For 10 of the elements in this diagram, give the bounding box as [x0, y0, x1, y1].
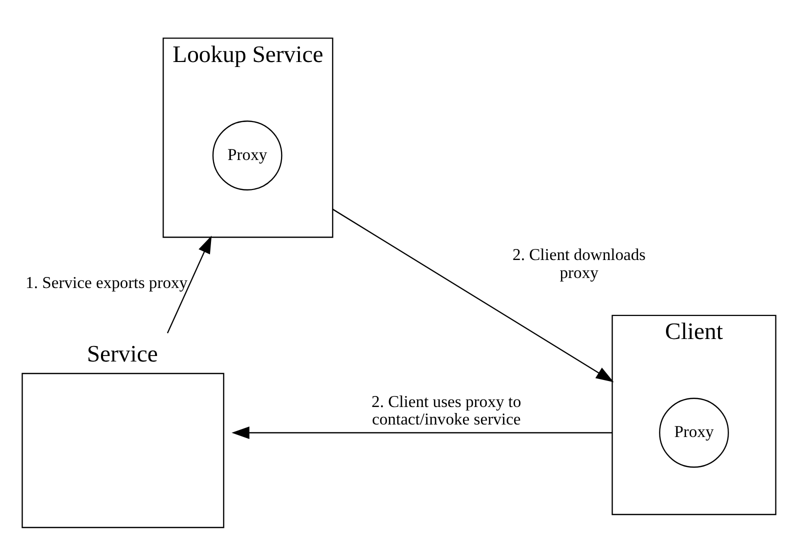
edge-label: 1. Service exports proxy [26, 272, 188, 292]
edge-label: 2. Client downloads proxy [512, 244, 646, 282]
edge-label: 2. Client uses proxy to contact/invoke service [372, 391, 522, 428]
arrow [332, 208, 614, 382]
node-label: Service [86, 341, 158, 368]
arrow [166, 235, 212, 333]
node-circle: Proxy [659, 397, 729, 468]
node-circle: Proxy [212, 120, 282, 190]
arrow [232, 426, 612, 438]
node-box [22, 372, 224, 528]
